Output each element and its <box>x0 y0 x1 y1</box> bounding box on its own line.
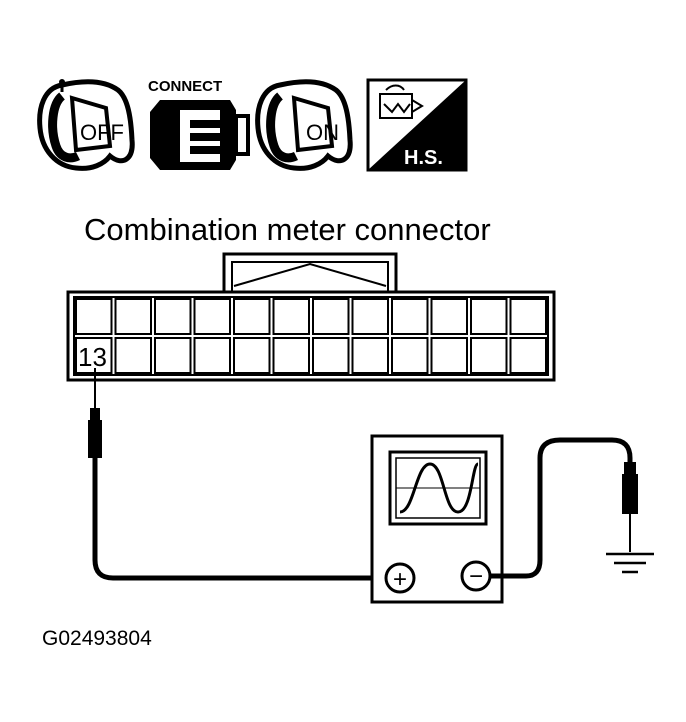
negative-terminal: − <box>460 560 492 592</box>
connector-pin-cell <box>391 337 429 374</box>
connector-pin-cell <box>193 337 231 374</box>
connector-pin-cell <box>75 337 113 374</box>
positive-terminal: + <box>384 562 416 594</box>
connector-pin-grid <box>75 298 547 374</box>
figure-id: G02493804 <box>42 627 152 650</box>
positive-probe-lead <box>88 368 378 581</box>
connector-pin-cell <box>312 298 350 335</box>
connector-pin-cell <box>430 337 468 374</box>
key-off-icon: OFF <box>37 79 135 171</box>
connector-pin-cell <box>154 298 192 335</box>
combination-meter-connector: 13 <box>66 252 556 382</box>
connector-pin-cell <box>114 298 152 335</box>
connector-pin-cell <box>193 298 231 335</box>
oscilloscope-screen <box>388 450 488 526</box>
connector-pin-cell <box>154 337 192 374</box>
connector-pin-cell <box>114 337 152 374</box>
pin-13-label: 13 <box>78 342 107 372</box>
connector-pin-cell <box>272 298 310 335</box>
ground-icon <box>606 552 654 574</box>
connector-pin-cell <box>75 298 113 335</box>
connector-pin-cell <box>351 337 389 374</box>
hs-icon: H.S. <box>366 78 468 172</box>
key-on-icon: ON <box>255 79 353 171</box>
key-off-label: OFF <box>80 120 124 145</box>
waveform <box>399 462 480 514</box>
connector-pin-cell <box>509 298 547 335</box>
connect-label: CONNECT <box>148 78 222 95</box>
connector-pin-cell <box>430 298 468 335</box>
connector-pin-cell <box>470 337 508 374</box>
connector-pin-cell <box>233 337 271 374</box>
connect-icon: CONNECT <box>148 78 250 170</box>
connector-pin-cell <box>470 298 508 335</box>
oscilloscope: + − <box>370 434 504 604</box>
negative-symbol: − <box>469 563 483 590</box>
negative-probe-lead <box>490 437 638 579</box>
key-on-label: ON <box>306 120 339 145</box>
harness-icon <box>379 84 424 119</box>
connector-pin-cell <box>509 337 547 374</box>
connector-pin-cell <box>272 337 310 374</box>
positive-symbol: + <box>393 566 407 593</box>
connector-pin-cell <box>233 298 271 335</box>
diagram-title: Combination meter connector <box>84 212 491 247</box>
connector-pin-cell <box>351 298 389 335</box>
connector-pin-cell <box>312 337 350 374</box>
connector-pin-cell <box>391 298 429 335</box>
hs-label: H.S. <box>404 147 443 169</box>
